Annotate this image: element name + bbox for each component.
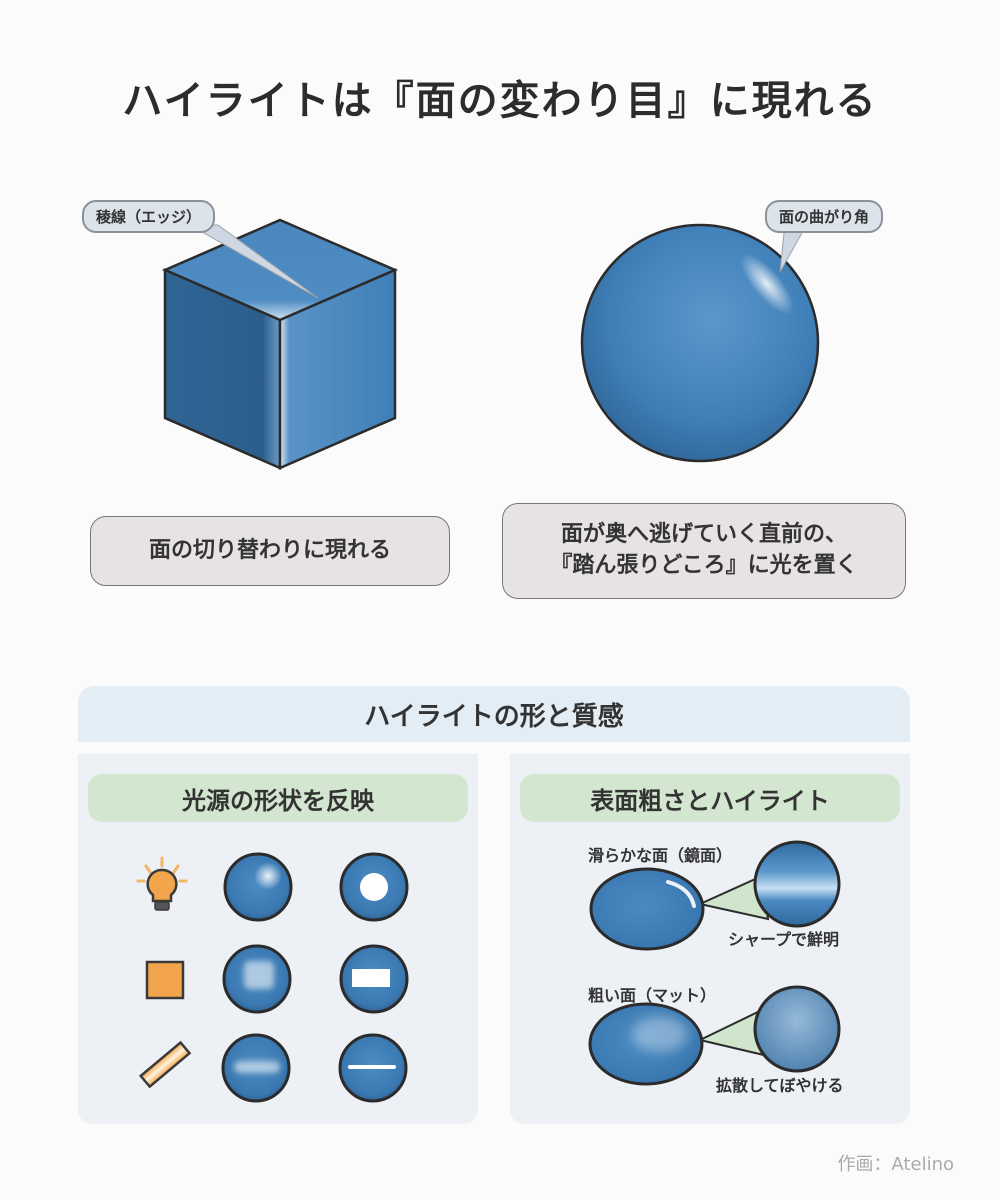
smooth-surface-result: シャープで鮮明 — [728, 930, 840, 949]
rough-surface-label: 粗い面（マット） — [588, 986, 717, 1005]
sphere-caption-line2: 『踏ん張りどころ』に光を置く — [550, 553, 858, 578]
surface-roughness-panel-title: 表面粗さとハイライト — [520, 774, 900, 822]
surface-roughness-panel: 表面粗さとハイライト — [510, 754, 910, 1124]
sphere-icon — [580, 223, 820, 463]
cube-callout: 稜線（エッジ） — [82, 200, 216, 233]
cube-figure: 稜線（エッジ） — [82, 200, 410, 480]
light-source-grid — [136, 852, 409, 1103]
tube-light-icon — [138, 1040, 192, 1089]
smooth-surface-label: 滑らかな面（鏡面） — [588, 846, 733, 865]
roughness-diagram — [588, 840, 841, 1086]
sphere-callout: 面の曲がり角 — [765, 200, 884, 233]
bulb-icon — [136, 856, 188, 911]
light-source-panel: 光源の形状を反映 — [78, 754, 478, 1124]
sphere-caption-line1: 面が奥へ逃げていく直前の、 — [560, 522, 847, 548]
credit-text: 作画：Atelino — [837, 1154, 954, 1175]
cube-caption: 面の切り替わりに現れる — [90, 516, 450, 586]
rough-surface-result: 拡散してぼやける — [716, 1076, 844, 1095]
sphere-figure: 面の曲がり角 — [575, 200, 935, 470]
cube-icon — [161, 218, 399, 470]
light-source-panel-title: 光源の形状を反映 — [88, 774, 468, 822]
cube-caption-text: 面の切り替わりに現れる — [148, 537, 391, 563]
sphere-caption: 面が奥へ逃げていく直前の、 『踏ん張りどころ』に光を置く — [502, 503, 906, 599]
square-light-icon — [145, 960, 185, 1000]
section-title: ハイライトの形と質感 — [78, 686, 910, 742]
page-title: ハイライトは『面の変わり目』に現れる — [122, 78, 878, 124]
